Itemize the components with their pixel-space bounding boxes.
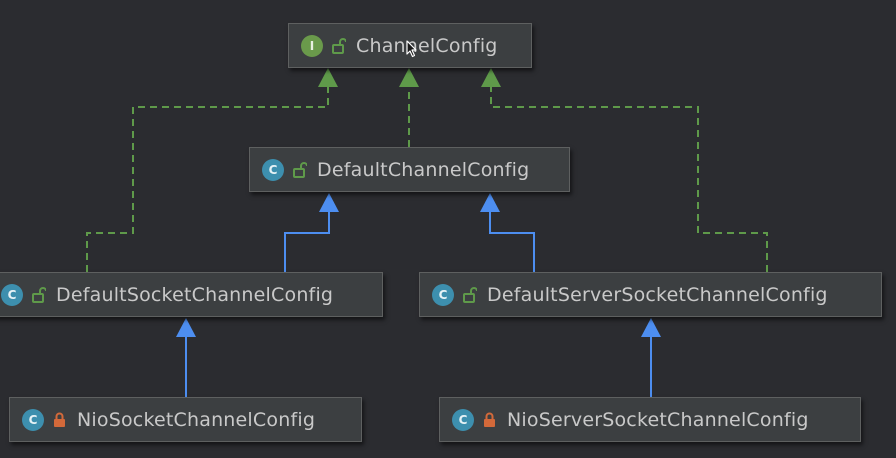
- node-label: NioSocketChannelConfig: [77, 408, 316, 431]
- edge-default-socket-channel-config-implements-channel-config: [86, 86, 329, 272]
- node-default-socket-channel-config[interactable]: C DefaultSocketChannelConfig: [0, 272, 383, 317]
- node-label: DefaultServerSocketChannelConfig: [487, 283, 828, 306]
- node-label: ChannelConfig: [356, 34, 498, 57]
- arrowhead-extends-left-bottom: [176, 318, 196, 337]
- node-label: NioServerSocketChannelConfig: [507, 408, 809, 431]
- unlocked-public-icon: [32, 286, 46, 303]
- node-label: DefaultChannelConfig: [317, 158, 530, 181]
- class-icon: C: [452, 408, 474, 431]
- arrowhead-implements-right: [481, 68, 501, 87]
- arrowhead-extends-right-bottom: [641, 318, 661, 337]
- edge-default-server-socket-channel-config-implements-channel-config: [490, 86, 768, 272]
- unlocked-public-icon: [332, 37, 346, 54]
- arrowhead-implements-left: [318, 68, 338, 87]
- class-icon: C: [22, 408, 44, 431]
- unlocked-public-icon: [463, 286, 477, 303]
- mouse-cursor-icon: [406, 40, 417, 58]
- node-nio-server-socket-channel-config[interactable]: C NioServerSocketChannelConfig: [439, 397, 861, 442]
- node-nio-socket-channel-config[interactable]: C NioSocketChannelConfig: [9, 397, 362, 442]
- extends-arrowheads: [176, 193, 661, 337]
- extends-edges: [185, 211, 652, 397]
- edge-default-socket-channel-config-extends-default-channel-config: [284, 211, 330, 272]
- node-label: DefaultSocketChannelConfig: [56, 283, 334, 306]
- locked-private-icon: [54, 412, 65, 427]
- node-default-server-socket-channel-config[interactable]: C DefaultServerSocketChannelConfig: [419, 272, 882, 317]
- implements-arrowheads: [318, 68, 501, 87]
- implements-edges: [86, 86, 768, 272]
- locked-private-icon: [484, 412, 495, 427]
- class-icon: C: [432, 283, 454, 306]
- class-icon: C: [262, 158, 284, 181]
- node-default-channel-config[interactable]: C DefaultChannelConfig: [249, 147, 570, 192]
- unlocked-public-icon: [293, 161, 307, 178]
- edge-default-server-socket-channel-config-extends-default-channel-config: [489, 211, 535, 272]
- arrowhead-extends-right-mid: [480, 193, 500, 212]
- arrowhead-extends-left-mid: [319, 193, 339, 212]
- interface-icon: I: [301, 34, 323, 57]
- class-icon: C: [1, 283, 23, 306]
- arrowhead-implements-center: [399, 68, 419, 87]
